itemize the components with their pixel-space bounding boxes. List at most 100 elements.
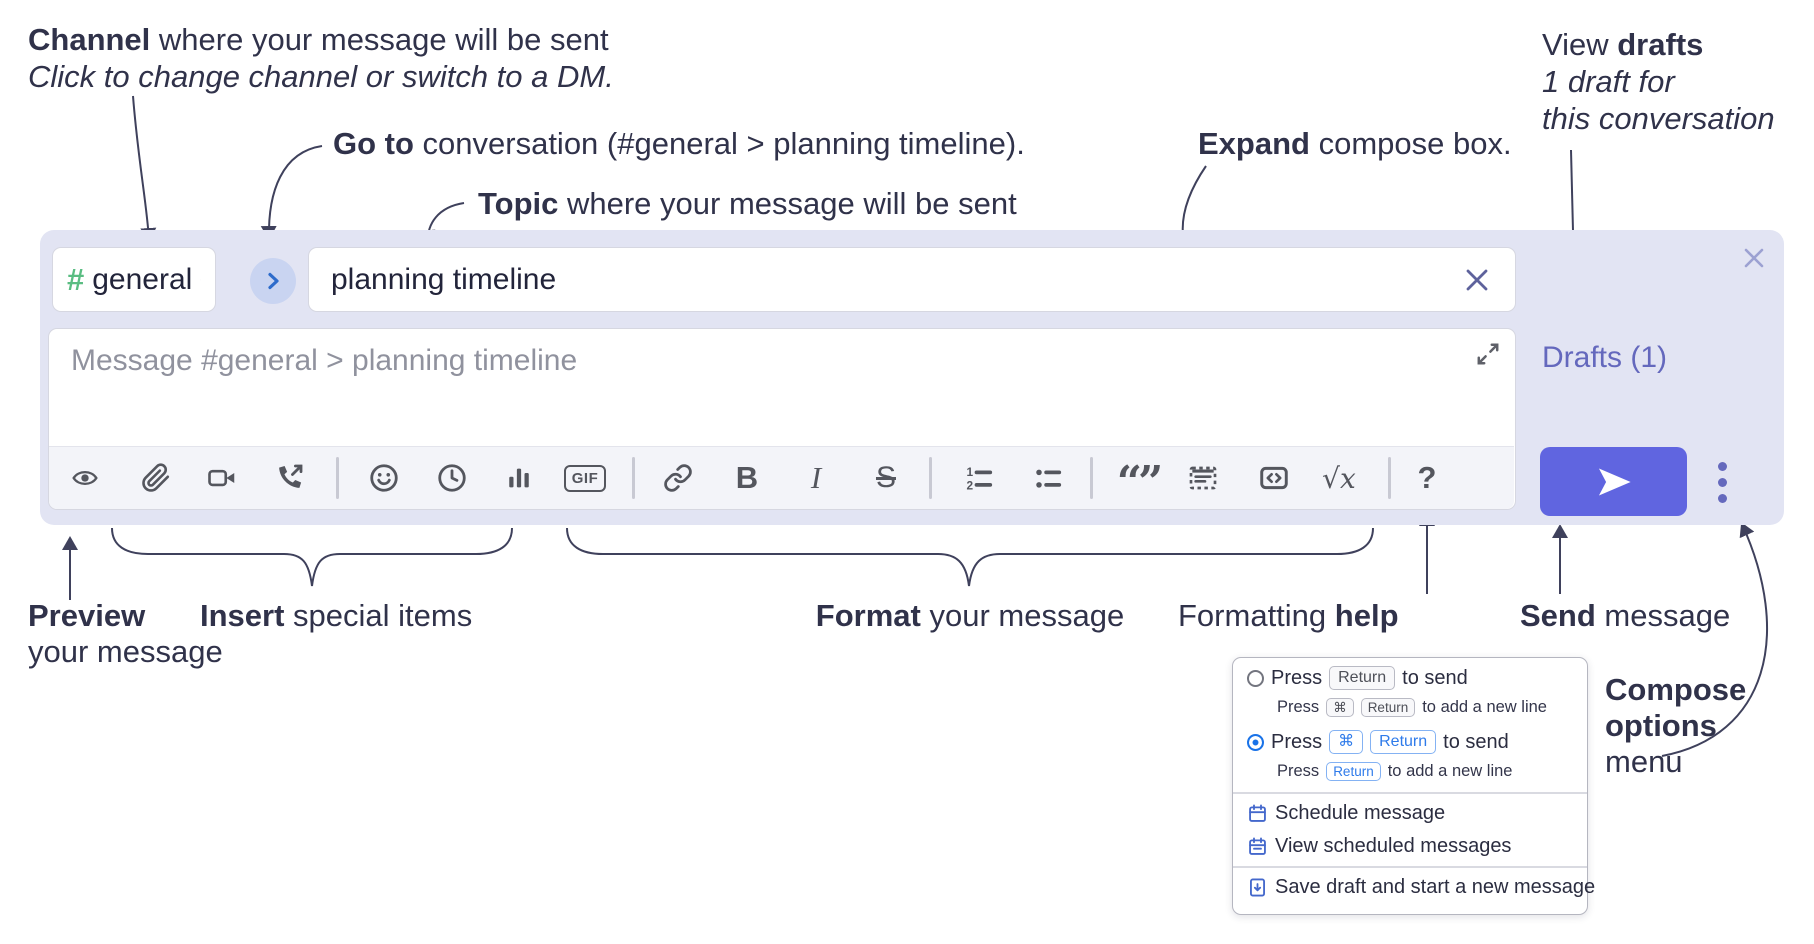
topic-input[interactable]: planning timeline — [308, 247, 1516, 312]
return-keycap: Return — [1360, 698, 1416, 717]
annotation-help-pre: Formatting — [1178, 598, 1335, 633]
ellipsis-dot — [1717, 477, 1727, 487]
send-plane-icon — [1598, 468, 1631, 495]
compose-options-menu-button[interactable] — [1705, 452, 1739, 512]
chevron-right-icon — [268, 272, 279, 290]
italic-icon[interactable]: I — [790, 450, 842, 506]
math-icon[interactable]: √x — [1313, 450, 1365, 506]
menu-item-label: Save draft and start a new message — [1275, 876, 1596, 898]
popup-divider — [1233, 866, 1587, 868]
bulleted-list-icon[interactable] — [1022, 450, 1074, 506]
toolbar-divider — [1090, 457, 1093, 499]
annotation-expand-rest: compose box. — [1309, 126, 1512, 161]
annotation-drafts-line3: this conversation — [1542, 101, 1775, 136]
menu-item-label: View scheduled messages — [1275, 835, 1512, 857]
clear-topic-icon[interactable] — [1461, 264, 1493, 296]
annotation-view-drafts: View drafts — [1542, 27, 1703, 63]
quote-label: “” — [1116, 456, 1164, 508]
option1-subtext: Press ⌘ Return to add a new line — [1277, 698, 1547, 717]
gif-icon[interactable]: GIF — [559, 450, 611, 506]
annotation-channel-bold: Channel — [28, 22, 151, 57]
option1-pre: Press — [1271, 666, 1323, 689]
menu-item-label: Schedule message — [1275, 802, 1446, 824]
expand-compose-icon[interactable] — [1475, 341, 1501, 367]
annotation-channel: Channel where your message will be sent — [28, 22, 609, 58]
strikethrough-icon[interactable]: S — [860, 450, 912, 506]
drafts-link[interactable]: Drafts (1) — [1542, 341, 1668, 374]
code-icon[interactable] — [1248, 450, 1300, 506]
calendar-icon — [1247, 836, 1268, 857]
go-to-conversation-button[interactable] — [250, 258, 296, 304]
annotation-send-bold: Send — [1520, 598, 1596, 633]
poll-icon[interactable] — [493, 450, 545, 506]
annotation-expand: Expand compose box. — [1198, 126, 1512, 162]
return-keycap: Return — [1370, 730, 1437, 754]
time-icon[interactable] — [426, 450, 478, 506]
annotation-compose-options: Compose options menu — [1605, 672, 1746, 780]
preview-icon[interactable] — [59, 450, 111, 506]
link-icon[interactable] — [652, 450, 704, 506]
annotation-topic: Topic where your message will be sent — [478, 186, 1017, 222]
svg-text:2: 2 — [967, 478, 974, 492]
annotation-format-bold: Format — [815, 598, 921, 633]
annotation-compose-options-l1: Compose — [1605, 672, 1747, 707]
option2-subtext: Press Return to add a new line — [1277, 762, 1512, 781]
annotation-help-bold: help — [1334, 598, 1399, 633]
menu-item-view-scheduled[interactable]: View scheduled messages — [1247, 835, 1511, 858]
formatting-help-icon[interactable]: ? — [1401, 450, 1453, 506]
ellipsis-dot — [1717, 461, 1727, 471]
close-compose-icon[interactable] — [1738, 242, 1770, 274]
annotation-preview-bold: Preview — [28, 598, 146, 633]
annotation-format: Format your message — [770, 598, 1170, 634]
annotation-view-drafts-pre: View — [1542, 27, 1618, 62]
topic-value: planning timeline — [331, 262, 557, 296]
channel-hash-icon: # — [67, 261, 85, 297]
send-button[interactable] — [1540, 447, 1687, 516]
bold-icon[interactable]: B — [721, 450, 773, 506]
return-keycap: Return — [1329, 666, 1396, 690]
menu-item-save-draft[interactable]: Save draft and start a new message — [1247, 876, 1595, 899]
menu-item-schedule-message[interactable]: Schedule message — [1247, 802, 1445, 825]
annotation-topic-rest: where your message will be sent — [558, 186, 1017, 221]
annotation-insert-rest: special items — [284, 598, 473, 633]
ellipsis-dot — [1717, 493, 1727, 503]
radio-selected-icon[interactable] — [1247, 733, 1264, 751]
message-area[interactable]: Message #general > planning timeline — [48, 328, 1516, 510]
annotation-drafts-line2: 1 draft for — [1542, 64, 1675, 99]
option1-post: to send — [1402, 666, 1468, 689]
option2-sub-post: to add a new line — [1387, 762, 1513, 780]
calendar-icon — [1247, 803, 1268, 824]
quote-icon[interactable]: “” — [1112, 447, 1164, 508]
video-call-icon[interactable] — [196, 450, 248, 506]
annotation-goto: Go to conversation (#general > planning … — [333, 126, 1025, 162]
strikethrough-label: S — [875, 461, 896, 494]
annotation-goto-rest: conversation (#general > planning timeli… — [413, 126, 1025, 161]
annotation-channel-sub: Click to change channel or switch to a D… — [28, 59, 614, 94]
annotation-formatting-help: Formatting help — [1178, 598, 1399, 634]
option1-sub-post: to add a new line — [1422, 698, 1547, 716]
attach-file-icon[interactable] — [130, 450, 182, 506]
annotation-send: Send message — [1520, 598, 1730, 634]
toolbar-divider — [929, 457, 932, 499]
audio-call-icon[interactable] — [263, 450, 315, 506]
annotation-topic-bold: Topic — [478, 186, 559, 221]
option-press-cmd-return-to-send[interactable]: Press ⌘ Return to send — [1247, 730, 1509, 754]
annotation-compose-options-l2: options — [1605, 708, 1717, 743]
option-press-return-to-send[interactable]: Press Return to send — [1247, 666, 1468, 690]
toolbar-divider — [1388, 457, 1391, 499]
channel-selector[interactable]: # general — [52, 247, 216, 312]
option2-sub-pre: Press — [1277, 762, 1320, 780]
channel-name: general — [92, 262, 193, 296]
cmd-keycap: ⌘ — [1326, 698, 1354, 717]
emoji-icon[interactable] — [358, 450, 410, 506]
cmd-keycap: ⌘ — [1329, 730, 1364, 754]
option1-sub-pre: Press — [1277, 698, 1320, 716]
annotation-expand-bold: Expand — [1198, 126, 1310, 161]
help-label: ? — [1417, 460, 1437, 495]
popup-divider — [1233, 792, 1587, 794]
radio-unselected-icon[interactable] — [1247, 669, 1264, 687]
annotation-preview-line2: your message — [28, 634, 223, 669]
spoiler-icon[interactable] — [1177, 450, 1229, 506]
